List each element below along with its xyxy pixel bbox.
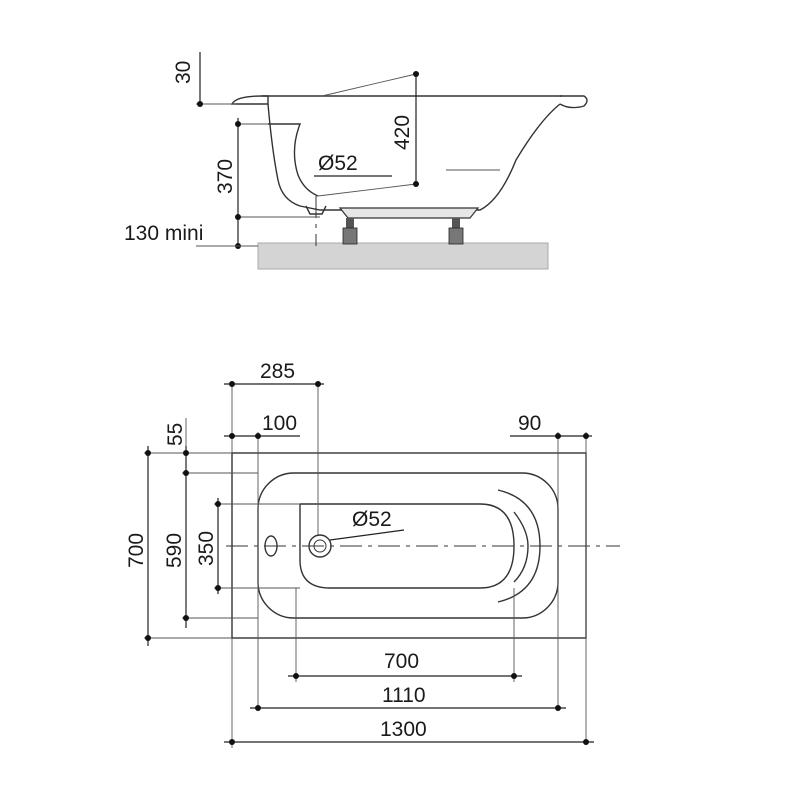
depth-dim-dot-bottom <box>413 181 419 187</box>
bottom-length-dot-right <box>511 673 517 679</box>
inner-height-dot-top <box>235 121 241 127</box>
inner-width-dot-top <box>183 470 189 476</box>
total-width-dot-bottom <box>145 635 151 641</box>
inner-offset-label: 100 <box>262 412 297 435</box>
bottom-width-dot-top <box>215 501 221 507</box>
inner-offset-dot-left <box>229 433 235 439</box>
inner-offset-dot-right <box>255 433 261 439</box>
drain-diameter-label-side: Ø52 <box>318 152 358 175</box>
tub-base <box>338 207 480 219</box>
total-length-dot-left <box>229 739 235 745</box>
drain-offset-label: 285 <box>260 360 295 383</box>
depth-ref-line <box>317 183 417 197</box>
bottom-length-label: 700 <box>384 650 419 673</box>
inner-length-dot-right <box>555 705 561 711</box>
floor <box>257 242 549 270</box>
tub-side-outline <box>230 95 269 105</box>
edge-offset-label: 55 <box>164 423 187 446</box>
drain-offset-dot-right <box>315 381 321 387</box>
tub-rim-right <box>559 95 588 109</box>
bottom-length-dot-left <box>293 673 299 679</box>
inner-width-dot-bottom <box>183 615 189 621</box>
overflow-line <box>321 73 417 97</box>
depth-label: 420 <box>391 115 414 150</box>
tub-inner-wall <box>268 123 319 197</box>
end-offset-label: 90 <box>518 412 541 435</box>
bottom-width-label: 350 <box>195 531 218 566</box>
inner-height-label: 370 <box>214 159 237 194</box>
top-view: Ø52 285 100 55 90 700 <box>125 360 620 748</box>
min-leg-height-label: 130 mini <box>124 222 203 245</box>
side-view: 30 420 370 130 mini Ø52 <box>124 52 588 270</box>
depth-dim-dot-top <box>413 71 419 77</box>
tub-bottom-outline <box>299 503 515 589</box>
inner-length-dot-left <box>255 705 261 711</box>
bottom-width-dot-bottom <box>215 585 221 591</box>
drain-diameter-label-top: Ø52 <box>352 508 392 531</box>
rim-thickness-label: 30 <box>172 61 195 84</box>
total-width-label: 700 <box>125 533 148 568</box>
drain-leader-top <box>329 529 405 541</box>
tub-side-wall <box>267 103 561 211</box>
inner-height-dot-mid <box>235 214 241 220</box>
total-length-label: 1300 <box>380 718 427 741</box>
end-offset-dot-right <box>583 433 589 439</box>
total-width-dot-top <box>145 450 151 456</box>
tub-headrest-curve <box>513 511 529 583</box>
tub-leg-right <box>448 218 464 245</box>
end-offset-dot-left <box>555 433 561 439</box>
tub-leg-left <box>342 218 358 245</box>
rim-dim-dot <box>197 101 203 107</box>
inner-length-label: 1110 <box>382 684 426 707</box>
inner-width-dot-mid <box>183 450 189 456</box>
inner-width-label: 590 <box>163 533 186 568</box>
drain-offset-dot-left <box>229 381 235 387</box>
total-length-dot-right <box>583 739 589 745</box>
